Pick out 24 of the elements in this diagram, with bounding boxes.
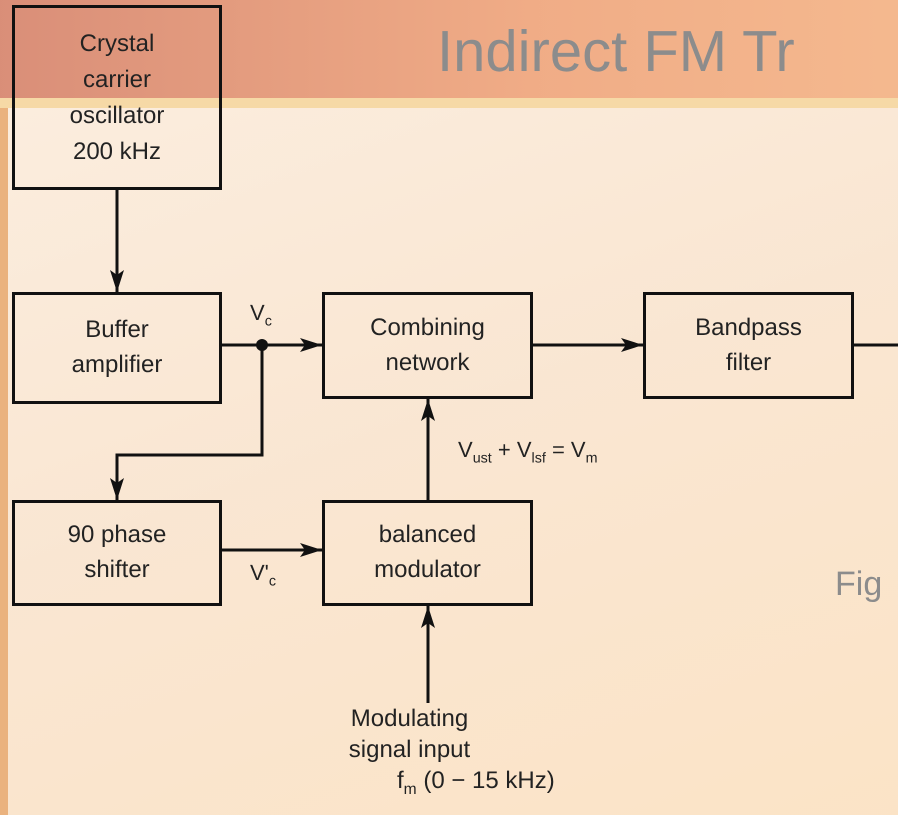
edge-label: V'$_{c}$ [250,560,276,590]
modulator-box [322,500,533,606]
oscillator-box [12,5,222,190]
network-box [322,292,533,399]
block-label: 90 phase shifter [66,520,168,585]
block-label: Combining network [369,312,486,378]
block-label: Buffer amplifier [70,315,164,380]
slide-title: Indirect FM Tr [437,18,795,85]
arrow [110,190,124,292]
figure-label: Fig [835,565,882,604]
arrow [421,606,435,703]
filter-box [643,292,854,399]
amplifier-box [12,292,222,404]
arrow [222,543,322,557]
arrow [533,338,643,352]
block-label: Bandpass filter [694,312,803,378]
block-label: Crystal carrier oscillator 200 kHz [68,28,166,166]
block-label: balanced modulator [373,520,482,585]
phase-shifter-box [12,500,222,606]
connector-line [854,344,898,346]
edge-label: V$_{c}$ [250,300,272,330]
edge-label: V$_{ust}$ + V$_{lsf}$ = V$_{m}$ [458,437,598,466]
arrow [421,399,435,500]
input-label: f$_{m}$ (0 − 15 kHz) [397,766,555,800]
